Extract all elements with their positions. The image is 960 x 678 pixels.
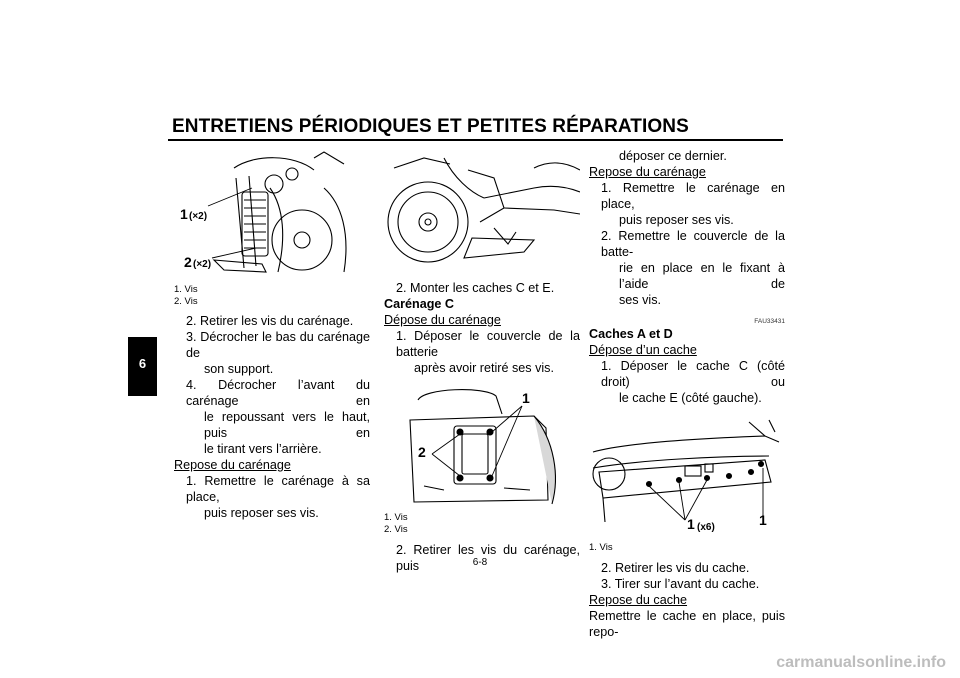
title-rule bbox=[168, 139, 783, 141]
wheel-fairing-illustration bbox=[387, 157, 580, 263]
step-text: le cache E (côté gauche). bbox=[619, 391, 762, 405]
step-text: 2. Retirer les vis du cache. bbox=[601, 561, 750, 575]
step-text: 1. Déposer le couvercle de la batterie bbox=[396, 329, 580, 359]
callout-1-right: 1 bbox=[759, 512, 767, 528]
section-heading: Caches A et D bbox=[589, 327, 673, 341]
step-text: 1. Remettre le carénage en place, bbox=[601, 181, 785, 211]
callout-2: 2 bbox=[418, 444, 426, 460]
reference-code: FAU33431 bbox=[754, 318, 785, 325]
step-text: le tirant vers l’arrière. bbox=[204, 442, 322, 456]
page-number: 6-8 bbox=[472, 557, 488, 568]
step-text: Remettre le cache en place, puis repo- bbox=[589, 609, 785, 639]
side-cover-illustration bbox=[592, 419, 780, 523]
step-text: déposer ce dernier. bbox=[619, 149, 727, 163]
chapter-tab bbox=[128, 337, 157, 396]
step-text: puis reposer ses vis. bbox=[619, 213, 734, 227]
battery-cover-illustration bbox=[409, 389, 556, 505]
step-text: puis reposer ses vis. bbox=[204, 506, 319, 520]
figure-caption-1: 1. Vis bbox=[589, 542, 613, 553]
step-text: 2. Monter les caches C et E. bbox=[396, 281, 555, 295]
watermark[interactable]: carmanualsonline.info bbox=[776, 654, 946, 671]
step-text: 3. Tirer sur l’avant du cache. bbox=[601, 577, 760, 591]
step-text: 2. Remettre le couvercle de la batte- bbox=[601, 229, 785, 259]
step-text: 4. Décrocher l’avant du carénage en bbox=[186, 378, 370, 408]
step-text: 2. Retirer les vis du carénage. bbox=[186, 314, 354, 328]
callout-2-qty: (×2) bbox=[193, 259, 212, 270]
middle-column: 2. Monter les caches C et E. Carénage C … bbox=[384, 148, 580, 574]
step-text: 1. Déposer le cache C (côté droit) ou bbox=[601, 359, 785, 389]
step-text: son support. bbox=[204, 362, 274, 376]
step-text: ses vis. bbox=[619, 293, 661, 307]
step-text: le repoussant vers le haut, puis en bbox=[204, 410, 370, 440]
left-column: 1 (×2) 2 (×2) 1. Vis 2. Vis 2. Retirer l… bbox=[174, 148, 370, 521]
section-subheading: Dépose d’un cache bbox=[589, 343, 697, 357]
step-text: 2. Retirer les vis du carénage, puis bbox=[396, 543, 580, 573]
figure-caption-1: 1. Vis bbox=[174, 284, 198, 295]
section-heading: Repose du cache bbox=[589, 593, 688, 607]
step-text: 3. Décrocher le bas du carénage de bbox=[186, 330, 370, 360]
step-text: après avoir retiré ses vis. bbox=[414, 361, 554, 375]
figure-wheel-fairing bbox=[384, 148, 580, 280]
callout-1-qty: (x6) bbox=[697, 522, 715, 533]
figure-caption-2: 2. Vis bbox=[174, 296, 198, 307]
figure-caption-1: 1. Vis bbox=[384, 512, 408, 523]
step-text: rie en place en le fixant à l’aide de bbox=[619, 261, 785, 291]
chapter-tab-number: 6 bbox=[138, 356, 147, 371]
figure-side-cover: 1 (x6) 1 bbox=[589, 412, 785, 542]
right-column: déposer ce dernier. Repose du carénage 1… bbox=[589, 148, 785, 640]
callout-1: 1 bbox=[180, 206, 188, 222]
section-heading: Carénage C bbox=[384, 297, 454, 311]
front-fairing-illustration bbox=[207, 151, 347, 273]
section-heading: Repose du carénage bbox=[174, 458, 291, 472]
figure-caption-2: 2. Vis bbox=[384, 524, 408, 535]
callout-1: 1 bbox=[522, 390, 530, 406]
step-text: 1. Remettre le carénage à sa place, bbox=[186, 474, 370, 504]
section-subheading: Dépose du carénage bbox=[384, 313, 501, 327]
callout-1-qty: (×2) bbox=[189, 211, 208, 222]
page-title: ENTRETIENS PÉRIODIQUES ET PETITES RÉPARA… bbox=[172, 116, 689, 137]
section-heading: Repose du carénage bbox=[589, 165, 706, 179]
callout-2: 2 bbox=[184, 254, 192, 270]
figure-battery-cover: 1 2 bbox=[384, 380, 580, 512]
figure-front-fairing: 1 (×2) 2 (×2) bbox=[174, 148, 370, 284]
callout-1: 1 bbox=[687, 516, 695, 532]
